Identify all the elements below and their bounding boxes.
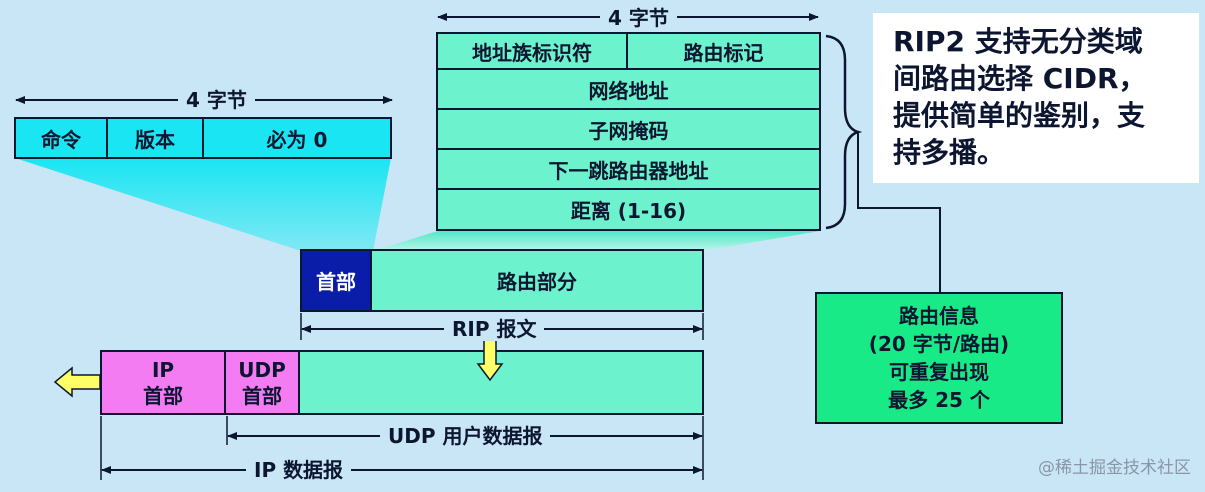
rip2-note-line2: 间路由选择 CIDR， (893, 62, 1147, 95)
command-field: 命令 (16, 119, 108, 157)
subnet-mask-field: 子网掩码 (438, 110, 819, 150)
route-section-block: 路由部分 (497, 270, 577, 294)
header-funnel (15, 158, 391, 251)
route-info-line3: 可重复出现 (889, 360, 989, 384)
route-entry-width-label: 4 字节 (600, 6, 677, 30)
distance-field: 距离 (1-16) (570, 199, 687, 223)
udp-datagram-label: UDP 用户数据报 (380, 424, 551, 448)
udp-header-line1: UDP (238, 357, 286, 382)
route-tag-field: 路由标记 (628, 34, 819, 70)
ip-header-block: IP 首部 (102, 352, 226, 413)
left-arrow (53, 366, 101, 398)
rip-header-block: 首部 (302, 251, 372, 310)
watermark: @稀土掘金技术社区 (1038, 458, 1191, 478)
rip2-note-line4: 持多播。 (893, 136, 1006, 169)
ip-header-line1: IP (151, 357, 175, 382)
down-arrow (476, 339, 504, 382)
rip2-note-line3: 提供简单的鉴别，支 (893, 99, 1146, 132)
route-funnel (373, 231, 820, 251)
rip-message-label: RIP 报文 (444, 317, 545, 341)
route-info-box: 路由信息 (20 字节/路由) 可重复出现 最多 25 个 (815, 292, 1063, 424)
udp-header-line2: 首部 (242, 383, 282, 408)
rip2-note-line1: RIP2 支持无分类域 (893, 25, 1143, 58)
udp-header-block: UDP 首部 (226, 352, 300, 413)
ip-header-line2: 首部 (143, 383, 183, 408)
address-family-field: 地址族标识符 (438, 34, 628, 70)
version-field: 版本 (108, 119, 204, 157)
ip-datagram-label: IP 数据报 (246, 458, 352, 482)
route-info-line4: 最多 25 个 (888, 388, 990, 412)
must-zero-field: 必为 0 (266, 127, 328, 152)
rip2-note-box: RIP2 支持无分类域 间路由选择 CIDR， 提供简单的鉴别，支 持多播。 (873, 13, 1199, 183)
route-entry-brace (825, 34, 863, 230)
route-info-connector (857, 132, 941, 292)
route-entry-table (436, 32, 821, 231)
next-hop-field: 下一跳路由器地址 (438, 150, 819, 190)
route-info-line2: (20 字节/路由) (868, 332, 1010, 356)
route-info-line1: 路由信息 (899, 304, 979, 328)
header-width-label: 4 字节 (178, 88, 255, 112)
network-address-field: 网络地址 (438, 70, 819, 110)
